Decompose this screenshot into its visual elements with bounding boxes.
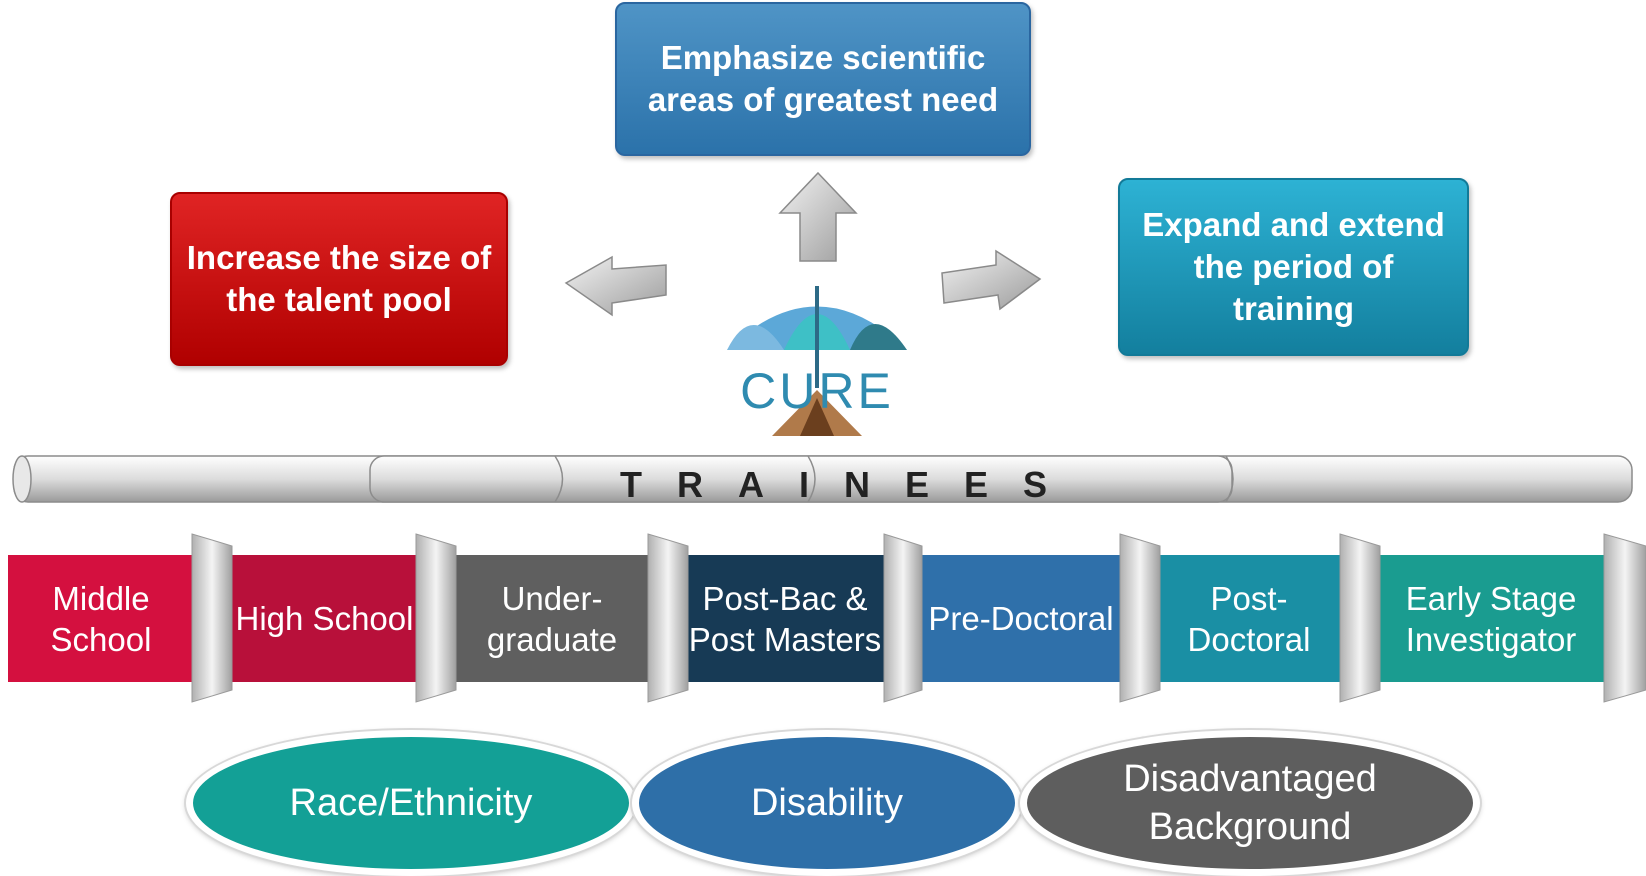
stage-label: Under-graduate (486, 579, 618, 658)
goal-top-text: Emphasize scientific areas of greatest n… (647, 39, 999, 118)
goal-emphasize-scientific-areas: Emphasize scientific areas of greatest n… (615, 2, 1031, 156)
trainees-label: TRAINEES (620, 464, 1083, 505)
category-label: Disability (750, 782, 904, 824)
goal-left-text: Increase the size of the talent pool (186, 239, 492, 318)
goal-increase-talent-pool: Increase the size of the talent pool (170, 192, 508, 366)
category-race-ethnicity: Race/Ethnicity (186, 730, 636, 876)
arrow-left-icon (564, 255, 667, 317)
stage-connectors (191, 533, 1646, 703)
direction-arrows (564, 171, 1042, 317)
cure-logo-text: CURE (740, 363, 894, 419)
stage-label: Early Stage Investigator (1405, 579, 1577, 658)
stage-pre-doctoral: Pre-Doctoral (922, 555, 1120, 682)
category-label: Race/Ethnicity (289, 782, 533, 824)
arrow-up-icon (778, 171, 858, 262)
stage-undergraduate: Under-graduate (456, 555, 648, 682)
stage-post-bac: Post-Bac & Post Masters (686, 555, 884, 682)
trainees-pipe (12, 455, 1633, 503)
category-label: Disadvantaged Background (1123, 758, 1377, 848)
stage-middle-school: Middle School (8, 555, 194, 682)
stage-high-school: High School (232, 555, 417, 682)
category-disadvantaged-background: Disadvantaged Background (1020, 730, 1480, 876)
stage-post-doctoral: Post-Doctoral (1158, 555, 1340, 682)
cure-logo: CURE (727, 286, 907, 436)
stage-label: Post-Bac & Post Masters (688, 579, 882, 658)
stage-label: Middle School (50, 579, 152, 658)
goal-right-text: Expand and extend the period of training (1142, 206, 1445, 327)
stage-early-stage-investigator: Early Stage Investigator (1378, 555, 1604, 682)
category-disability: Disability (632, 730, 1022, 876)
goal-expand-training: Expand and extend the period of training (1118, 178, 1469, 356)
stage-label: Post-Doctoral (1187, 579, 1311, 658)
arrow-right-icon (941, 249, 1042, 311)
stage-label: Pre-Doctoral (928, 600, 1114, 637)
stage-label: High School (235, 600, 414, 637)
